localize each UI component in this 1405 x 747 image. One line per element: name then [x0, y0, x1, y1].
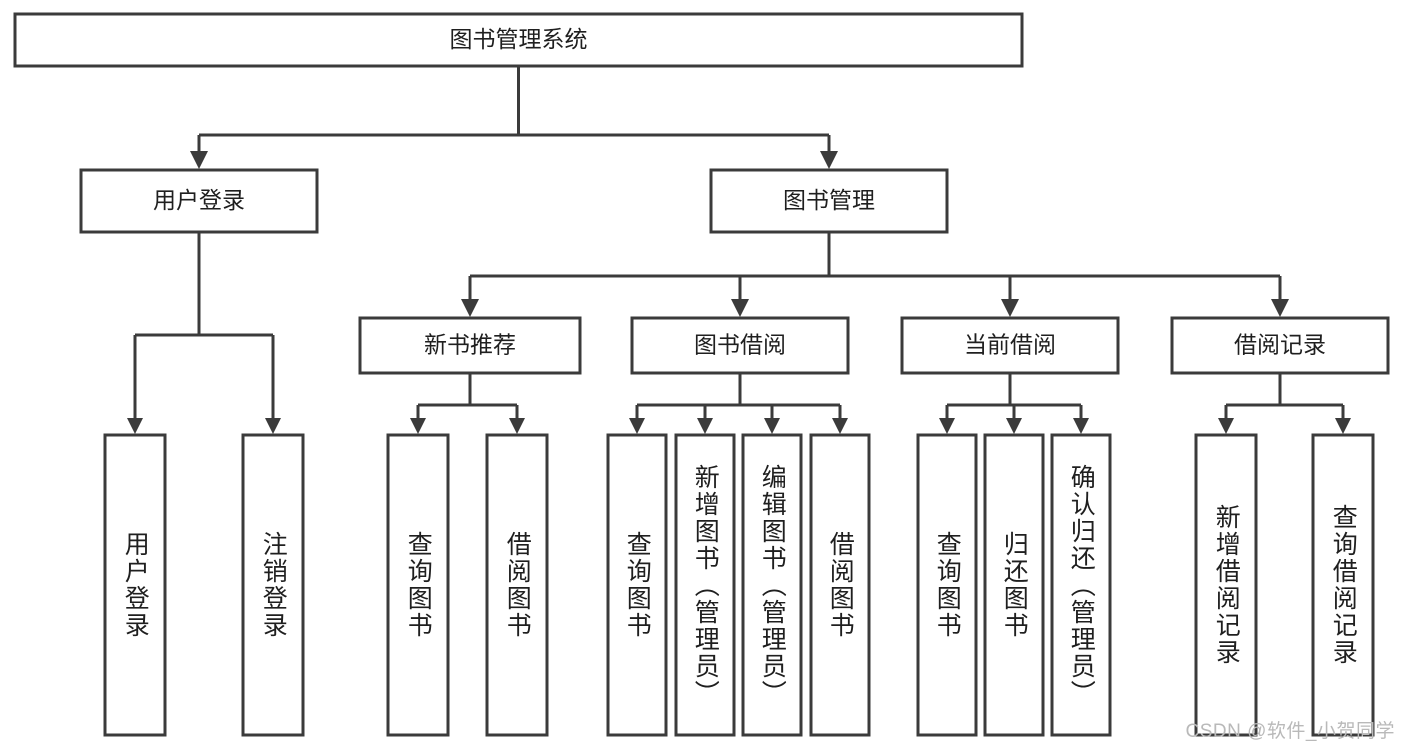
node-label-book-manage: 图书管理: [783, 187, 875, 213]
arrowhead-icon: [764, 418, 780, 434]
connector-arrowheads: [127, 151, 1351, 434]
node-label-user-login: 用户登录: [153, 187, 245, 213]
arrowhead-icon: [820, 151, 838, 169]
node-box-borrow-record[interactable]: [1170, 316, 1390, 375]
node-box-leaf-user-login[interactable]: [103, 433, 167, 737]
node-box-leaf-query-borrow-record[interactable]: [1311, 433, 1375, 737]
node-box-leaf-add-borrow-record[interactable]: [1194, 433, 1258, 737]
node-box-leaf-borrow-book-rec[interactable]: [485, 433, 549, 737]
arrowhead-icon: [1001, 299, 1019, 317]
node-box-leaf-add-book-admin[interactable]: [674, 433, 736, 737]
node-label-root: 图书管理系统: [450, 26, 588, 52]
node-box-book-manage[interactable]: [709, 168, 949, 234]
arrowhead-icon: [731, 299, 749, 317]
arrowhead-icon: [1006, 418, 1022, 434]
node-box-leaf-edit-book-admin[interactable]: [741, 433, 803, 737]
arrowhead-icon: [461, 299, 479, 317]
node-box-leaf-query-book-rec[interactable]: [386, 433, 450, 737]
arrowhead-icon: [410, 418, 426, 434]
watermark-text: CSDN @软件_小贺同学: [1185, 721, 1395, 742]
arrowhead-icon: [832, 418, 848, 434]
node-label-new-book-rec: 新书推荐: [424, 332, 516, 358]
node-box-new-book-rec[interactable]: [358, 316, 582, 375]
node-box-leaf-user-logout[interactable]: [241, 433, 305, 737]
node-box-current-borrow[interactable]: [900, 316, 1120, 375]
node-label-borrow-record: 借阅记录: [1234, 332, 1326, 358]
node-box-leaf-return-book[interactable]: [983, 433, 1045, 737]
arrowhead-icon: [190, 151, 208, 169]
arrowhead-icon: [1271, 299, 1289, 317]
arrowhead-icon: [127, 418, 143, 434]
arrowhead-icon: [1073, 418, 1089, 434]
arrowhead-icon: [509, 418, 525, 434]
arrowhead-icon: [1335, 418, 1351, 434]
node-box-user-login[interactable]: [79, 168, 319, 234]
arrowhead-icon: [1218, 418, 1234, 434]
node-box-book-borrow[interactable]: [630, 316, 850, 375]
node-label-book-borrow: 图书借阅: [694, 332, 786, 358]
node-box-leaf-borrow-book[interactable]: [809, 433, 871, 737]
arrowhead-icon: [939, 418, 955, 434]
node-box-root[interactable]: [13, 12, 1024, 68]
node-box-leaf-query-book-borrow[interactable]: [606, 433, 668, 737]
node-box-leaf-query-book-current[interactable]: [916, 433, 978, 737]
arrowhead-icon: [265, 418, 281, 434]
arrowhead-icon: [697, 418, 713, 434]
node-box-leaf-confirm-return-admin[interactable]: [1050, 433, 1112, 737]
arrowhead-icon: [629, 418, 645, 434]
node-label-current-borrow: 当前借阅: [964, 332, 1056, 358]
